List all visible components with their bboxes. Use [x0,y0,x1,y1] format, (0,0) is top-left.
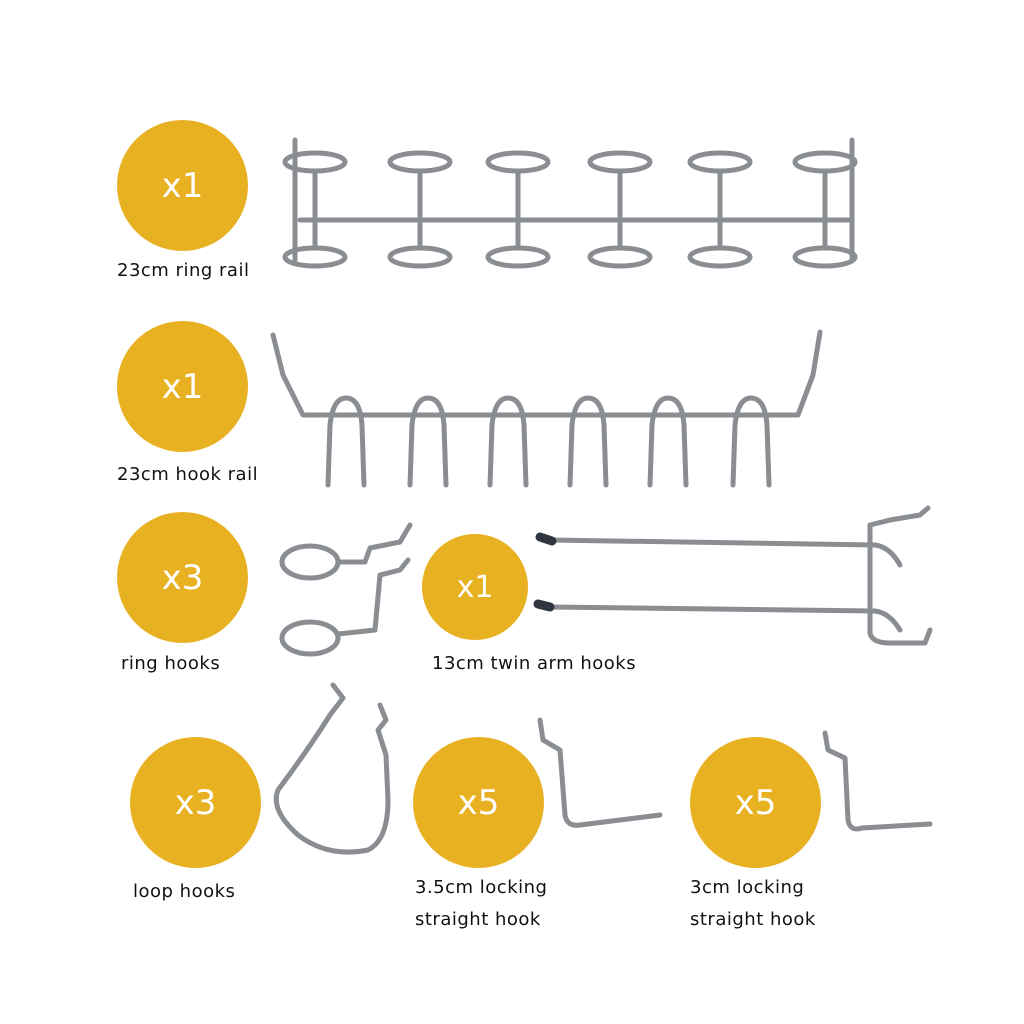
locking-straight-hook-icon [822,730,933,832]
quantity-text: x5 [734,782,777,823]
label-loop-hooks: loop hooks [133,876,235,908]
label-line: 23cm ring rail [117,260,250,281]
quantity-text: x1 [161,165,204,206]
quantity-badge-ring-rail: x1 [117,120,248,251]
label-line: straight hook [415,909,541,930]
ring-hook-icon [279,522,413,657]
loop-hook-icon [273,682,391,855]
label-line: 3cm locking [690,877,805,898]
quantity-text: x1 [456,569,494,605]
quantity-badge-hook-rail: x1 [117,321,248,452]
label-ring-hooks: ring hooks [121,648,220,680]
quantity-text: x5 [457,782,500,823]
label-locking-hook-35: 3.5cm locking straight hook [415,872,547,936]
label-line: 13cm twin arm hooks [432,653,637,674]
label-line: 3.5cm locking [415,877,548,898]
label-line: loop hooks [133,881,236,902]
quantity-badge-ring-hooks: x3 [117,512,248,643]
hook-rail-icon [270,329,823,488]
label-line: 23cm hook rail [117,464,259,485]
quantity-text: x3 [161,557,204,598]
quantity-badge-locking-hook-3: x5 [690,737,821,868]
quantity-badge-twin-arm-hooks: x1 [422,534,528,640]
locking-straight-hook-icon [537,717,663,828]
label-line: straight hook [690,909,816,930]
quantity-badge-loop-hooks: x3 [130,737,261,868]
label-hook-rail: 23cm hook rail [117,459,258,491]
quantity-text: x3 [174,782,217,823]
label-locking-hook-3: 3cm locking straight hook [690,872,816,936]
label-ring-rail: 23cm ring rail [117,255,249,287]
label-twin-arm-hooks: 13cm twin arm hooks [432,648,636,680]
label-line: ring hooks [121,653,221,674]
ring-rail-icon [282,137,870,269]
twin-arm-hook-icon [533,505,933,646]
quantity-text: x1 [161,366,204,407]
quantity-badge-locking-hook-35: x5 [413,737,544,868]
